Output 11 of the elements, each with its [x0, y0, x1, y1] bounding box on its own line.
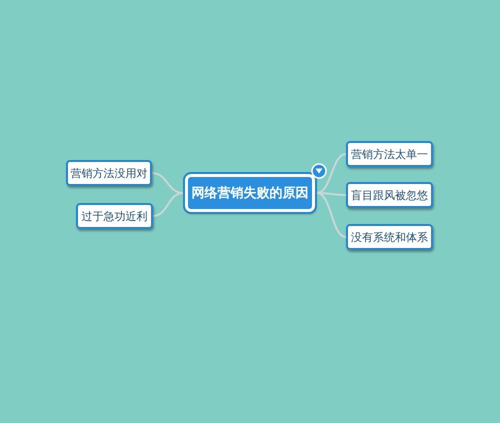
topic-box: 营销方法太单一 [346, 141, 433, 167]
connector-line [316, 192, 346, 238]
topic-box: 盲目跟风被忽悠 [346, 182, 433, 208]
connector-line [152, 192, 184, 217]
connector-line [316, 153, 346, 194]
topic-box: 营销方法没用对 [66, 160, 152, 186]
connector-line [316, 192, 346, 196]
topic-box: 过于急功近利 [76, 203, 153, 229]
central-topic: 网络营销失败的原因 [185, 174, 315, 212]
topic-box: 没有系统和体系 [346, 224, 433, 250]
connector-line [152, 172, 184, 194]
